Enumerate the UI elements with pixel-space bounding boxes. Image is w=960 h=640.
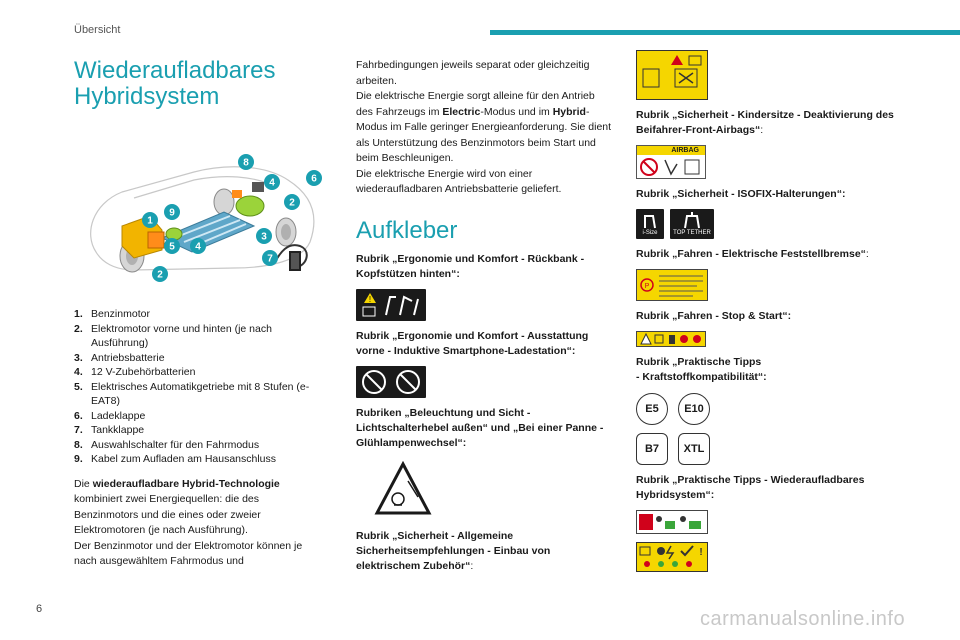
fuel-e10-badge: E10 bbox=[678, 393, 710, 425]
title-line-1: Wiederaufladbares bbox=[74, 57, 276, 84]
hot-bulb-warning-icon bbox=[374, 460, 432, 514]
accessory-battery-shape bbox=[252, 182, 264, 192]
legend-item: 9.Kabel zum Aufladen am Hausanschluss bbox=[74, 453, 277, 465]
callouts: 1 9 5 4 2 8 4 2 6 3 7 bbox=[142, 154, 322, 282]
rubric-electrical-accessories: Rubrik „Sicherheit - Allgemeine Sicherhe… bbox=[356, 529, 551, 572]
callout-4: 4 bbox=[190, 238, 206, 254]
legend-item: 1.Benzinmotor bbox=[74, 308, 150, 320]
rubric-isofix: Rubrik „Sicherheit - ISOFIX-Halterungen“… bbox=[636, 188, 846, 200]
left-column: Wiederaufladbares Hybridsystem bbox=[74, 50, 322, 570]
callout-3: 3 bbox=[256, 228, 272, 244]
svg-text:8: 8 bbox=[243, 158, 249, 169]
svg-text:2: 2 bbox=[157, 270, 163, 281]
watermark-text: carmanualsonline.info bbox=[700, 608, 906, 630]
charging-cable bbox=[273, 244, 308, 271]
rubric-stop-start: Rubrik „Fahren - Stop & Start“: bbox=[636, 310, 792, 322]
svg-text:9: 9 bbox=[169, 208, 175, 219]
rubric-lighting: Rubriken „Beleuchtung und Sicht - Lichts… bbox=[356, 406, 604, 449]
legend-item: 5.Elektrisches Automatikgetriebe mit 8 S… bbox=[74, 380, 310, 408]
electric-motors bbox=[165, 195, 265, 241]
svg-text:6: 6 bbox=[311, 174, 317, 185]
stop-start-icon bbox=[636, 331, 706, 347]
fuel-xtl-badge: XTL bbox=[678, 433, 710, 465]
legend-item: 2.Elektromotor vorne und hinten (je nach… bbox=[74, 322, 272, 350]
svg-text:5: 5 bbox=[169, 242, 175, 253]
fuel-e5-badge: E5 bbox=[636, 393, 668, 425]
isofix-sticker-row: i-Size TOP TETHER bbox=[636, 209, 906, 239]
accessory-warning-icon bbox=[636, 50, 708, 100]
top-tether-icon: TOP TETHER bbox=[670, 209, 714, 239]
header-accent-bar bbox=[490, 30, 960, 35]
hybrid-sticker-row-2: ! bbox=[636, 542, 906, 572]
airbag-sticker-row: AIRBAG bbox=[636, 145, 906, 179]
rubric-parking-brake: Rubrik „Fahren - Elektrische Feststellbr… bbox=[636, 248, 869, 260]
svg-text:!: ! bbox=[369, 295, 371, 304]
rubric-inductive-charging: Rubrik „Ergonomie und Komfort - Ausstatt… bbox=[356, 329, 589, 357]
callout-1: 1 bbox=[142, 212, 158, 228]
tank-shape bbox=[232, 190, 242, 198]
no-metal-object-icon bbox=[356, 365, 426, 398]
legend-item: 7.Tankklappe bbox=[74, 424, 145, 436]
legend-item: 4.12 V-Zubehörbatterien bbox=[74, 366, 196, 378]
parking-brake-icon: P bbox=[636, 269, 708, 301]
rubric-airbag-deactivation: Rubrik „Sicherheit - Kindersitze - Deakt… bbox=[636, 109, 894, 136]
callout-5: 5 bbox=[164, 238, 180, 254]
svg-text:2: 2 bbox=[289, 198, 295, 209]
hybrid-charging-icon bbox=[636, 510, 708, 534]
svg-text:P: P bbox=[645, 283, 650, 290]
legend-item: 6.Ladeklappe bbox=[74, 409, 146, 422]
fuel-label-row-diesel: B7 XTL bbox=[636, 433, 906, 465]
hybrid-sticker-row-1 bbox=[636, 510, 906, 534]
fuel-label-row-petrol: E5 E10 bbox=[636, 393, 906, 425]
middle-column: Fahrbedingungen jeweils separat oder gle… bbox=[356, 58, 612, 574]
callout-6: 6 bbox=[306, 170, 322, 186]
running-header: Übersicht bbox=[74, 24, 121, 36]
hybrid-car-illustration: 1 9 5 4 2 8 4 2 6 3 7 bbox=[90, 154, 322, 282]
callout-9: 7 bbox=[262, 250, 278, 266]
rubric-fuel-compatibility: Rubrik „Praktische Tipps- Kraftstoffkomp… bbox=[636, 356, 767, 383]
i-size-icon: i-Size bbox=[636, 209, 664, 239]
svg-text:7: 7 bbox=[267, 254, 273, 265]
charging-pictogram-row bbox=[356, 365, 612, 398]
svg-text:3: 3 bbox=[261, 232, 267, 243]
callout-2-rear: 2 bbox=[284, 194, 300, 210]
traction-battery bbox=[160, 211, 256, 253]
headrest-warning-icon: ! bbox=[356, 288, 426, 321]
hybrid-intro-paragraph: Die wiederaufladbare Hybrid-Technologie … bbox=[74, 477, 303, 568]
legend-item: 3.Antriebsbatterie bbox=[74, 351, 165, 364]
stop-start-sticker-row bbox=[636, 331, 906, 347]
airbag-warning-icon: AIRBAG bbox=[636, 145, 706, 179]
legend-item: 8.Auswahlschalter für den Fahrmodus bbox=[74, 438, 260, 451]
svg-text:1: 1 bbox=[147, 216, 153, 227]
fuel-b7-badge: B7 bbox=[636, 433, 668, 465]
callout-8: 9 bbox=[164, 204, 180, 220]
section-title-hybrid: Wiederaufladbares Hybridsystem bbox=[74, 58, 322, 110]
callout-2-front: 2 bbox=[152, 266, 168, 282]
rubric-hybrid-system: Rubrik „Praktische Tipps - Wiederaufladb… bbox=[636, 474, 865, 501]
component-legend: 1.Benzinmotor 2.Elektromotor vorne und h… bbox=[74, 307, 322, 467]
right-column: Rubrik „Sicherheit - Kindersitze - Deakt… bbox=[636, 50, 906, 580]
accessory-sticker-row bbox=[636, 50, 906, 100]
svg-text:4: 4 bbox=[195, 242, 201, 253]
title-line-2: Hybridsystem bbox=[74, 83, 220, 110]
lighting-pictogram-row bbox=[374, 460, 612, 517]
headrest-pictogram-row: ! bbox=[356, 288, 612, 321]
parking-brake-sticker-row: P bbox=[636, 269, 906, 301]
section-title-stickers: Aufkleber bbox=[356, 216, 458, 244]
hybrid-high-voltage-icon: ! bbox=[636, 542, 708, 572]
rubric-rear-headrests: Rubrik „Ergonomie und Komfort - Rückbank… bbox=[356, 252, 585, 280]
page-number: 6 bbox=[36, 603, 43, 615]
svg-text:!: ! bbox=[699, 547, 702, 558]
callout-7: 8 bbox=[238, 154, 254, 170]
callout-4-top: 4 bbox=[264, 174, 280, 190]
operation-paragraph: Fahrbedingungen jeweils separat oder gle… bbox=[356, 59, 612, 195]
svg-text:4: 4 bbox=[269, 178, 275, 189]
